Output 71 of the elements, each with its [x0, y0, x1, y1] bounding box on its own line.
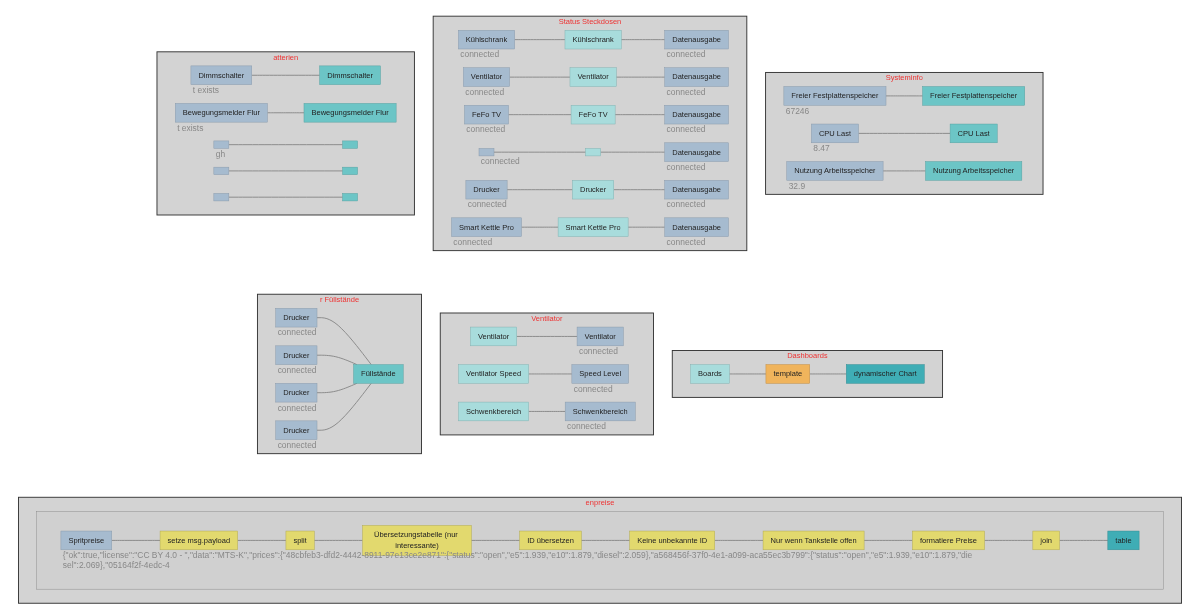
status-text: connected: [460, 49, 500, 60]
status-text: connected: [578, 346, 618, 357]
connector: [111, 539, 161, 541]
status-text: connected: [666, 162, 706, 172]
status-text: connected: [466, 124, 506, 135]
status-text: connected: [567, 421, 606, 432]
status-text: connected: [277, 327, 317, 338]
status-text: connected: [573, 383, 613, 394]
connector: [728, 373, 767, 375]
connector: [506, 189, 573, 191]
connector: [228, 170, 344, 172]
connector: [528, 373, 573, 375]
status-text: connected: [666, 49, 706, 60]
connector: [514, 39, 566, 41]
node-box: [342, 193, 358, 202]
connector: [984, 539, 1034, 541]
connector: [509, 76, 571, 78]
connector: [237, 539, 287, 541]
status-text: gh: [215, 148, 226, 159]
status-text: connected: [666, 124, 706, 135]
connector: [316, 382, 372, 431]
connector: [627, 226, 666, 228]
connector: [508, 114, 572, 116]
connector: [493, 151, 587, 153]
connector: [714, 539, 764, 541]
node-box: [213, 140, 230, 149]
node-box: [213, 166, 230, 175]
status-text: connected: [453, 237, 493, 247]
connector: [858, 132, 951, 134]
status-text: connected: [277, 365, 317, 375]
connector: [620, 39, 666, 41]
status-text: connected: [277, 440, 317, 451]
connector: [580, 539, 631, 541]
status-text: connected: [467, 199, 507, 210]
connector: [882, 170, 926, 172]
connector: [863, 539, 913, 541]
connector: [600, 151, 666, 153]
connector: [1059, 539, 1109, 541]
status-text: 67246: [785, 105, 810, 116]
connector: [228, 196, 344, 198]
status-text: connected: [666, 237, 706, 247]
status-text: 32.9: [788, 180, 806, 191]
status-text: connected: [666, 199, 706, 210]
connector: [809, 373, 847, 375]
connector: [266, 112, 305, 114]
connector: [316, 382, 358, 394]
status-text: connected: [480, 156, 520, 167]
status-text: t exists: [177, 122, 204, 133]
connector: [251, 74, 321, 76]
connector: [615, 76, 666, 78]
connector: [614, 114, 666, 116]
node-box: [585, 148, 601, 157]
cluster: [36, 511, 1164, 590]
node-box: [342, 166, 358, 175]
connector: [316, 317, 372, 366]
connector: [521, 226, 559, 228]
connector: [313, 539, 364, 541]
status-text: connected: [666, 86, 706, 97]
node-box: [478, 148, 495, 157]
status-text: connected: [465, 86, 505, 97]
connector: [228, 144, 344, 146]
connector: [885, 95, 924, 97]
status-text: t exists: [192, 85, 220, 96]
connector: [516, 335, 578, 337]
status-text: 8.47: [813, 143, 830, 154]
node-box: [342, 140, 358, 149]
connector: [613, 189, 666, 191]
connector: [470, 539, 521, 541]
connector: [528, 411, 566, 412]
node-box: [213, 193, 230, 202]
status-text: connected: [277, 402, 317, 413]
